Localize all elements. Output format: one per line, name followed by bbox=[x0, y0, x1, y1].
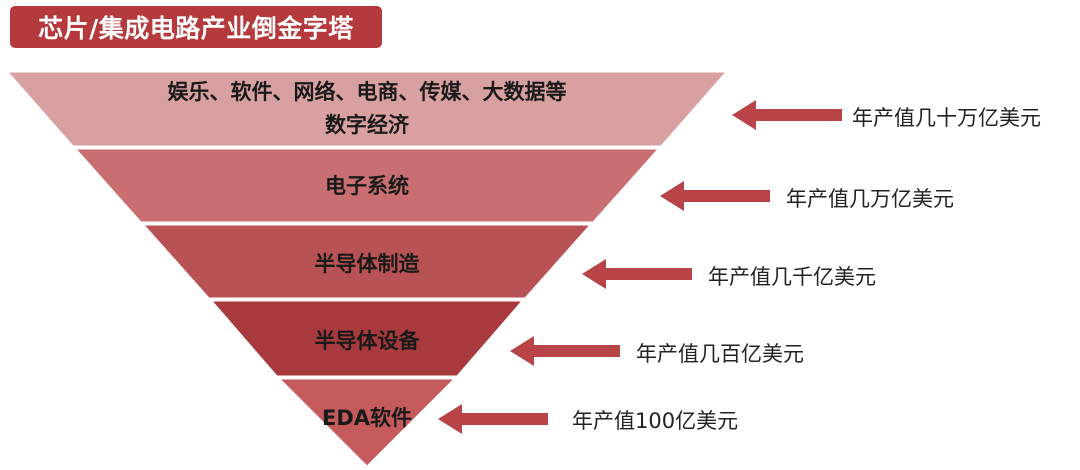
layer-label-digital-economy: 娱乐、软件、网络、电商、传媒、大数据等 数字经济 bbox=[60, 76, 674, 142]
arrow-left-icon bbox=[732, 100, 842, 130]
layer-label-line: 数字经济 bbox=[325, 113, 409, 137]
layer-semiconductor-equipment bbox=[210, 300, 524, 377]
layer-digital-economy bbox=[6, 71, 728, 147]
arrow-left-icon bbox=[438, 404, 548, 434]
arrow-left-icon bbox=[660, 181, 770, 211]
arrow-left-icon bbox=[510, 336, 620, 366]
page-title: 芯片/集成电路产业倒金字塔 bbox=[10, 6, 382, 48]
value-label-semiconductor-equipment: 年产值几百亿美元 bbox=[636, 342, 804, 366]
layer-semiconductor-manufacturing bbox=[142, 224, 592, 299]
layer-label-semiconductor-manufacturing: 半导体制造 bbox=[314, 252, 420, 276]
arrow-left-icon bbox=[582, 259, 692, 289]
value-label-semiconductor-manufacturing: 年产值几千亿美元 bbox=[708, 265, 876, 289]
value-label-eda-software: 年产值100亿美元 bbox=[572, 409, 739, 433]
value-label-digital-economy: 年产值几十万亿美元 bbox=[852, 106, 1041, 130]
layer-electronic-systems bbox=[74, 148, 660, 223]
layer-label-line: 娱乐、软件、网络、电商、传媒、大数据等 bbox=[167, 80, 567, 104]
value-label-electronic-systems: 年产值几万亿美元 bbox=[786, 187, 954, 211]
layer-label-electronic-systems: 电子系统 bbox=[325, 174, 409, 198]
layer-label-semiconductor-equipment: 半导体设备 bbox=[314, 329, 420, 353]
layer-eda-software bbox=[278, 378, 456, 467]
layer-label-eda-software: EDA软件 bbox=[321, 406, 413, 430]
